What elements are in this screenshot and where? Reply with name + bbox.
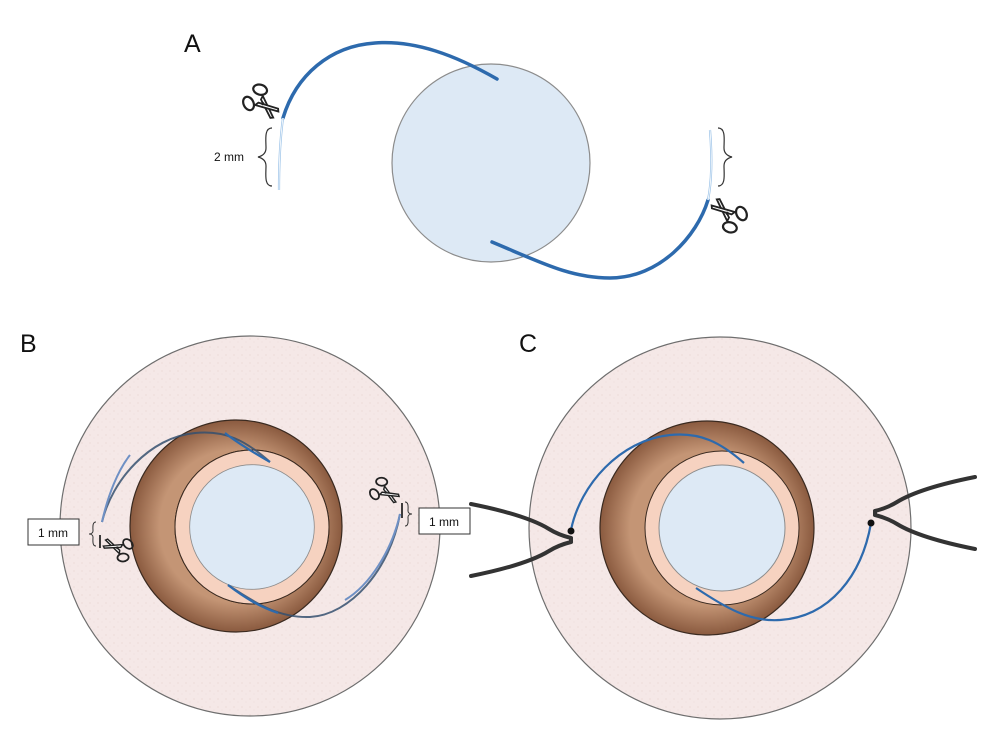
flange-right xyxy=(867,519,875,527)
brace-right xyxy=(717,127,733,187)
panel-a-letter: A xyxy=(184,30,201,58)
measurement-label-b-left: 1 mm xyxy=(38,526,68,540)
iol-optic-disc xyxy=(658,464,786,592)
haptic-lower xyxy=(490,198,710,280)
haptic-lower xyxy=(695,522,873,622)
haptic-upper xyxy=(281,40,499,120)
haptic-upper xyxy=(569,433,745,531)
panel-a: A 2 mm xyxy=(184,30,754,280)
flange-left xyxy=(567,527,575,535)
panel-b-letter: B xyxy=(20,330,37,358)
brace-left xyxy=(257,127,273,187)
panel-c: C xyxy=(469,330,977,720)
measurement-label-a: 2 mm xyxy=(214,150,244,164)
scissors-icon xyxy=(702,188,754,240)
panel-b: B 1 mm 1 mm xyxy=(20,330,471,717)
panel-c-letter: C xyxy=(519,330,537,358)
haptic-upper xyxy=(101,431,271,523)
measurement-label-b-right: 1 mm xyxy=(429,515,459,529)
haptic-upper-cut-segment-core xyxy=(278,117,284,191)
scissors-icon xyxy=(236,77,288,129)
iol-optic xyxy=(391,63,591,263)
measurement-box-right xyxy=(418,507,471,535)
measurement-box-left xyxy=(27,518,80,546)
